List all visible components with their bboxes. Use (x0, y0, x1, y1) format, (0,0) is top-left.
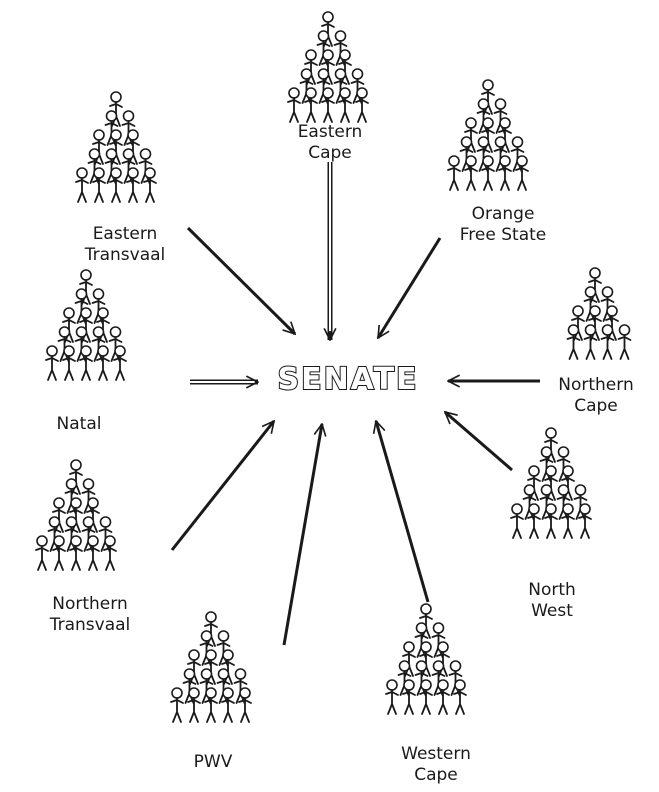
arrow-pwv (282, 424, 322, 646)
crowd-north-west-icon (510, 427, 592, 539)
arrow-north-west (445, 412, 513, 472)
crowd-western-cape-icon (385, 603, 467, 715)
crowd-northern-transvaal-icon (35, 459, 117, 571)
label-pwv: PWV (193, 752, 233, 772)
senate-title: SENATE (276, 361, 419, 398)
crowd-northern-cape-icon (566, 267, 632, 360)
crowd-natal-icon (45, 269, 127, 381)
arrow-orange-free-state (376, 237, 442, 338)
arrow-eastern-transvaal (186, 226, 295, 334)
label-natal: Natal (56, 414, 102, 434)
crowd-pwv-icon (170, 611, 252, 723)
arrow-western-cape (376, 421, 430, 603)
crowd-orange-free-state-icon (447, 79, 529, 191)
crowd-eastern-cape-icon (287, 11, 369, 123)
arrow-northern-transvaal (170, 421, 276, 551)
crowd-eastern-transvaal-icon (75, 91, 157, 203)
